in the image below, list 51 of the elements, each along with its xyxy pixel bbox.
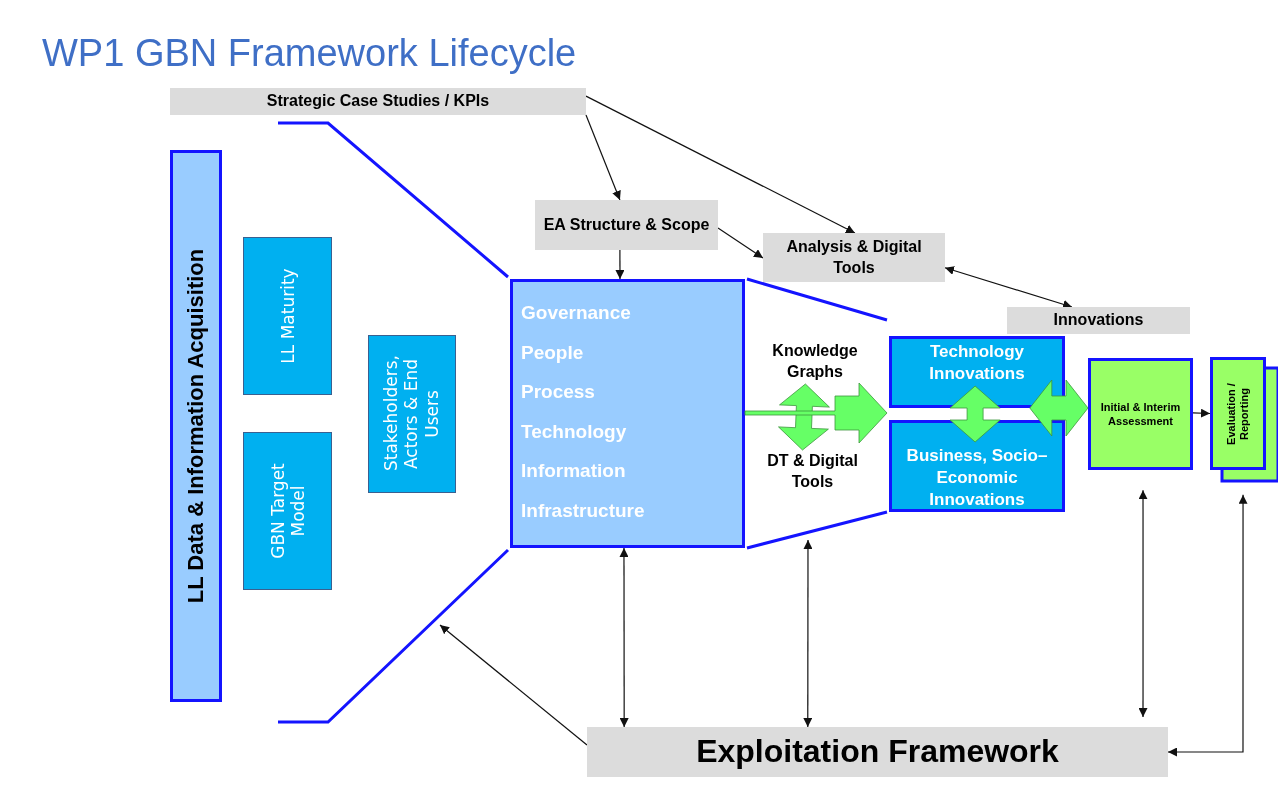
process-box [889,420,1065,512]
box-label: LL Maturity [277,267,298,366]
edge-end-label: DT & Digital Tools [766,451,859,492]
process-box [1007,307,1190,334]
layer-label: Governance [521,302,631,324]
arrow [439,624,588,746]
box-label: Initial & Interim Assessment [1099,399,1182,429]
process-box [170,88,586,115]
layer-label: Infrastructure [521,499,645,522]
block-arrow [744,382,888,444]
edge-end-label: Knowledge Graphs [771,341,859,382]
process-box [535,200,718,250]
box-label: Analysis & Digital Tools [785,236,923,278]
box-label: Innovations [1053,310,1144,331]
process-box [243,432,332,590]
box-label: Evaluation / Reporting [1224,381,1251,447]
process-box [243,237,332,395]
arrow [585,95,856,234]
arrow [585,114,621,201]
box-label: EA Structure & Scope [543,214,710,235]
layer-label: Process [521,381,595,403]
box-label: LL Data & Information Acquisition [182,247,209,606]
process-box [170,150,222,702]
block-arrow [778,383,830,451]
process-box [587,727,1168,777]
process-box [368,335,456,493]
process-box [1088,358,1193,470]
block-arrow [1029,379,1089,437]
diagram-title: WP1 GBN Framework Lifecycle [42,32,577,75]
process-box [1210,357,1266,470]
arrow [1138,489,1148,718]
layer-label: Technology [521,420,627,443]
box-label: Strategic Case Studies / KPIs [266,91,490,112]
arrow [1192,408,1211,418]
arrow [1167,494,1248,757]
layer-label: Information [521,460,626,482]
arrow [619,547,629,728]
process-box [763,233,945,282]
arrow [944,266,1073,309]
arrow [615,249,625,280]
box-label: Stakeholders, Actors & End Users [381,357,443,471]
process-box [889,336,1065,408]
arrow [803,539,813,728]
block-arrow [949,385,1001,443]
layer-label: People [521,341,584,364]
box-label: Business, Socio–Economic Innovations [905,445,1049,512]
box-label: GBN Target Model [267,462,308,561]
arrow [717,227,764,259]
box-label: Technology Innovations [928,341,1026,386]
process-box [510,279,745,548]
box-label: Exploitation Framework [696,732,1059,772]
